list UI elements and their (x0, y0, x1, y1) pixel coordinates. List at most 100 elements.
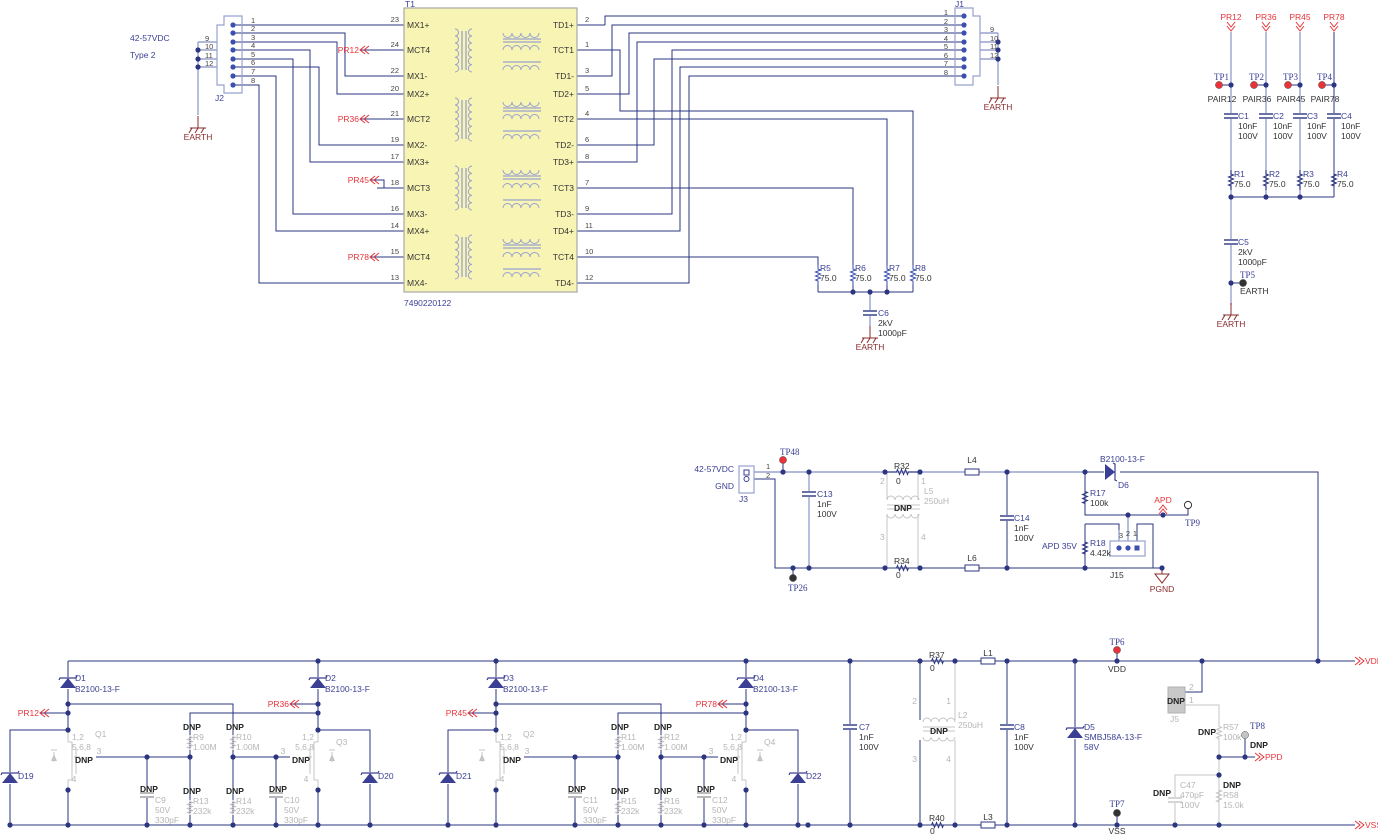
pin-name: TD2- (555, 140, 574, 150)
label: 100V (1180, 800, 1200, 810)
label: 100k (1090, 498, 1109, 508)
pin-number: 3 (944, 25, 948, 34)
junction-dot (995, 56, 1001, 62)
capacitor-gap (1000, 724, 1014, 730)
resistor-symbol (657, 735, 665, 750)
coil-winding (502, 65, 540, 71)
junction-dot (743, 822, 749, 828)
junction-dot (1199, 658, 1205, 664)
test-point-ref: TP2 (1249, 72, 1264, 82)
resistor-value: 75.0 (1234, 179, 1251, 189)
dnp-label: DNP (269, 784, 287, 794)
label: Q4 (764, 737, 776, 747)
resistor-ref: R5 (820, 263, 831, 273)
transformer-ref: T1 (405, 0, 415, 9)
label: R34 (894, 556, 910, 566)
label: D2 (325, 673, 336, 683)
label: 5,6,8 (295, 742, 314, 752)
net-flag-label: VDD (1365, 656, 1378, 666)
pin-number: 12 (990, 51, 998, 60)
junction-dot (952, 658, 958, 664)
junction-dot (884, 289, 890, 295)
junction-dot (1228, 280, 1234, 286)
label: 1000pF (878, 328, 907, 338)
label: TP6 (1109, 637, 1125, 647)
capacitor-gap (1000, 515, 1014, 521)
junction-dot (572, 822, 578, 828)
resistor-symbol (920, 657, 955, 665)
transformer-part: 7490220122 (404, 298, 452, 308)
label: 0 (896, 570, 901, 580)
junction-dot (230, 754, 236, 760)
pin-number: 4 (944, 34, 948, 43)
pin-name: MX2+ (407, 89, 429, 99)
resistor-value: 75.0 (820, 273, 837, 283)
pin-number: 15 (391, 247, 399, 256)
label: 5,6,8 (72, 742, 91, 752)
label: 4 (304, 774, 309, 784)
junction-dot (273, 822, 279, 828)
label: 10nF (1273, 121, 1292, 131)
junction-dot (315, 822, 321, 828)
junction-dot (230, 822, 236, 828)
body-diode (479, 754, 485, 761)
coil-winding (502, 203, 540, 209)
pin-number: 7 (944, 59, 948, 68)
dnp-label: DNP (75, 755, 93, 765)
resistor-symbol (1081, 536, 1089, 560)
label: R15 (621, 796, 637, 806)
label: 250uH (958, 720, 983, 730)
diode-symbol (2, 773, 18, 783)
pin-name: TCT3 (553, 183, 575, 193)
junction-dot (847, 658, 853, 664)
junction-dot (1004, 658, 1010, 664)
junction-dot (230, 47, 236, 53)
label: VSS (1108, 826, 1125, 835)
label: R57 (1223, 722, 1239, 732)
capacitor-gap (269, 792, 283, 798)
pin-number: 22 (391, 66, 399, 75)
mosfet-symbol (734, 741, 763, 781)
net-flag-icon (1254, 752, 1265, 762)
label: D20 (378, 771, 394, 781)
label: 100V (859, 742, 879, 752)
junction-dot (790, 565, 796, 571)
junction-dot (65, 710, 71, 716)
capacitor-ref: C6 (878, 308, 889, 318)
dnp-label: DNP (183, 722, 201, 732)
wire (1085, 523, 1120, 530)
junction-dot (850, 289, 856, 295)
pin-number: 1 (585, 40, 589, 49)
label: 10nF (1341, 121, 1360, 131)
label: 1,2 (500, 732, 512, 742)
pin-number: 18 (391, 178, 399, 187)
junction-dot (805, 822, 811, 828)
junction-dot (195, 64, 201, 70)
junction-dot (65, 787, 71, 793)
label: 330pF (155, 815, 179, 825)
pin-number: 5 (251, 50, 255, 59)
junction-dot (1125, 545, 1131, 551)
dnp-label: DNP (1153, 788, 1171, 798)
resistor-ref: R8 (915, 263, 926, 273)
junction-dot (315, 658, 321, 664)
wire (233, 75, 377, 232)
resistor-symbol (1296, 170, 1304, 190)
pin-number: 11 (585, 221, 593, 230)
pin-number: 6 (944, 51, 948, 60)
resistor-symbol (909, 265, 917, 285)
junction-dot (961, 13, 967, 19)
label: 2 (1189, 682, 1194, 692)
test-point-ref: TP48 (780, 447, 800, 457)
label: L5 (924, 486, 934, 496)
pin-number: 4 (585, 109, 589, 118)
resistor-ref: R6 (855, 263, 866, 273)
pin-number: 4 (251, 41, 255, 50)
net-flag-label: APD (1154, 495, 1171, 505)
body-diode (757, 754, 763, 761)
pin-name: MX3+ (407, 157, 429, 167)
resistor-symbol (614, 735, 622, 750)
label: R10 (236, 732, 252, 742)
